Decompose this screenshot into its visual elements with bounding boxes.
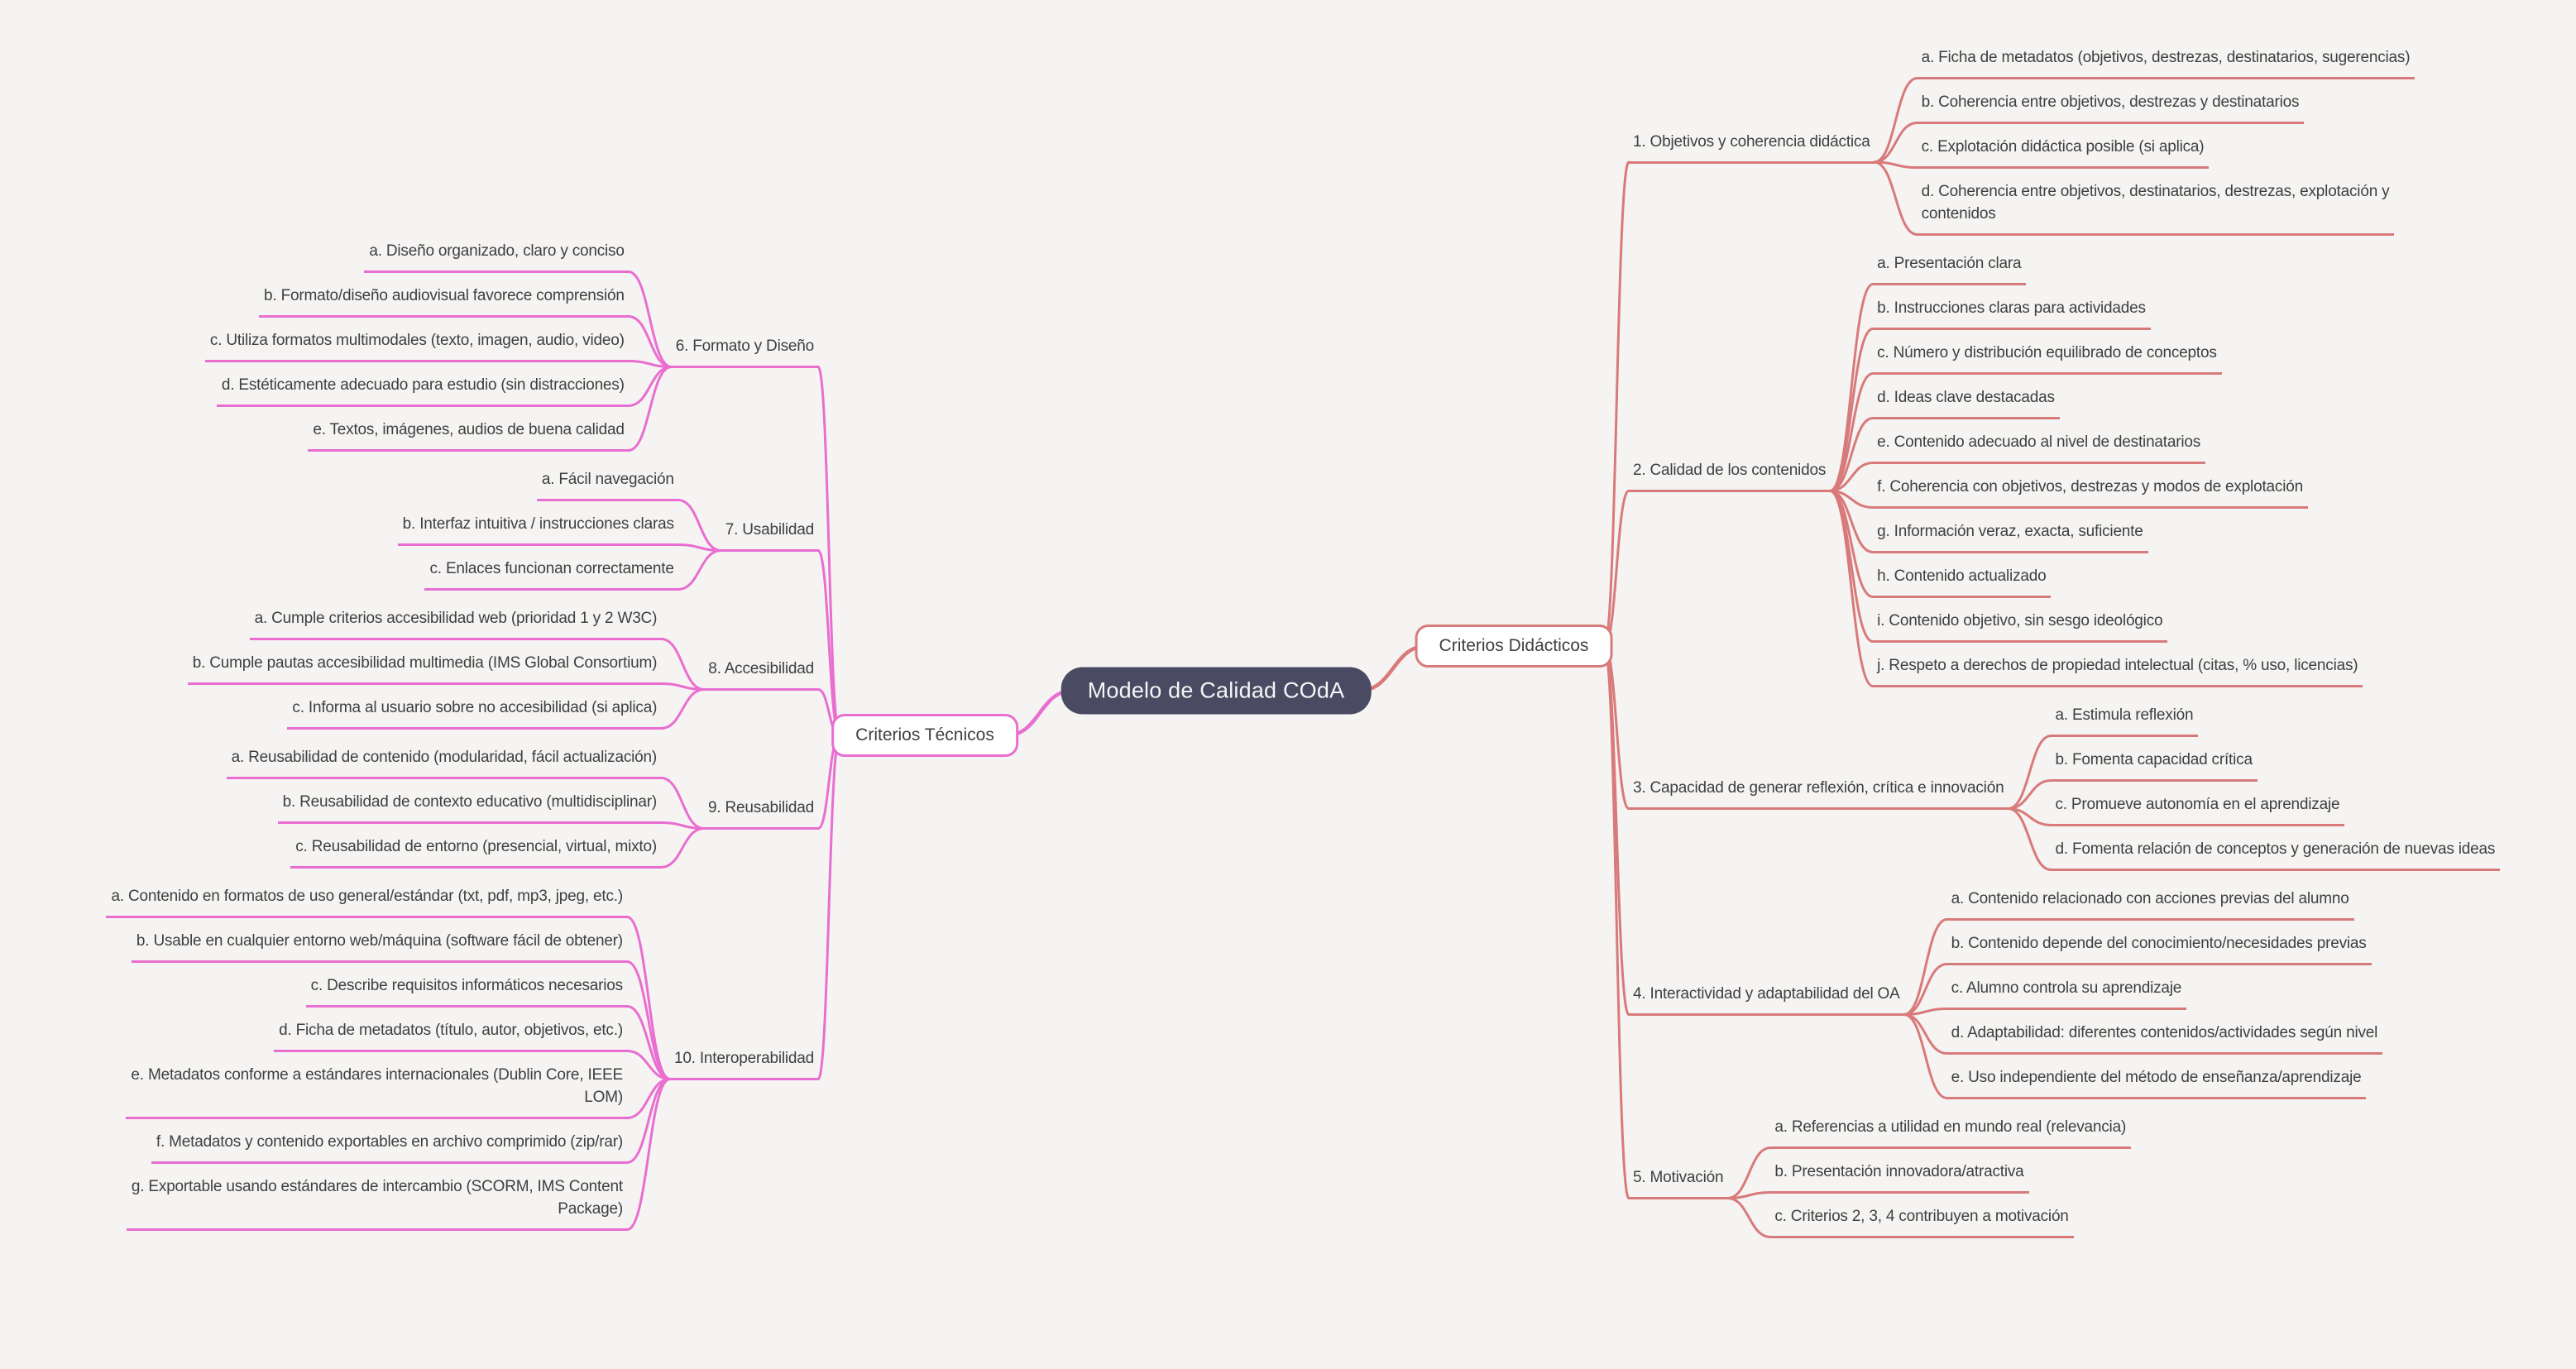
subcriterion-node: c. Número y distribución equilibrado de … (1872, 342, 2222, 375)
subcriterion-node: f. Coherencia con objetivos, destrezas y… (1872, 476, 2308, 509)
subcriterion-node: d. Fomenta relación de conceptos y gener… (2050, 838, 2501, 871)
subcriterion-node: c. Describe requisitos informáticos nece… (305, 974, 628, 1008)
subcriterion-node: a. Cumple criterios accesibilidad web (p… (249, 607, 663, 640)
subcriterion-node: h. Contenido actualizado (1872, 565, 2052, 598)
subcriterion-node: b. Cumple pautas accesibilidad multimedi… (187, 652, 663, 685)
criterion-node[interactable]: 3. Capacidad de generar reflexión, críti… (1628, 777, 2009, 810)
subcriterion-node: b. Coherencia entre objetivos, destrezas… (1916, 91, 2305, 124)
subcriterion-node: c. Utiliza formatos multimodales (texto,… (204, 329, 630, 362)
subcriterion-node: g. Exportable usando estándares de inter… (126, 1175, 628, 1231)
subcriterion-node: a. Contenido relacionado con acciones pr… (1946, 888, 2354, 921)
subcriterion-node: d. Adaptabilidad: diferentes contenidos/… (1946, 1022, 2383, 1055)
subcriterion-node: d. Estéticamente adecuado para estudio (… (216, 374, 630, 407)
criterion-group: 3. Capacidad de generar reflexión, críti… (1628, 704, 2501, 883)
subcriterion-node: e. Metadatos conforme a estándares inter… (126, 1064, 628, 1119)
subcriterion-node: g. Información veraz, exacta, suficiente (1872, 520, 2148, 553)
subcriteria-list: a. Contenido relacionado con acciones pr… (1946, 888, 2383, 1111)
criterion-group: a. Cumple criterios accesibilidad web (p… (33, 607, 819, 741)
criterion-node[interactable]: 2. Calidad de los contenidos (1628, 459, 1831, 492)
subcriterion-node: a. Estimula reflexión (2050, 704, 2199, 737)
subcriterion-node: e. Textos, imágenes, audios de buena cal… (308, 419, 630, 452)
subcriterion-node: a. Referencias a utilidad en mundo real … (1769, 1116, 2132, 1149)
subcriterion-node: e. Contenido adecuado al nivel de destin… (1872, 431, 2206, 464)
subcriterion-node: c. Criterios 2, 3, 4 contribuyen a motiv… (1769, 1205, 2074, 1238)
criterion-group: 5. Motivación a. Referencias a utilidad e… (1628, 1116, 2132, 1250)
subcriterion-node: c. Alumno controla su aprendizaje (1946, 977, 2187, 1010)
subcriterion-node: a. Diseño organizado, claro y conciso (364, 240, 630, 273)
subcriterion-node: c. Enlaces funcionan correctamente (424, 558, 679, 591)
subcriteria-list: a. Contenido en formatos de uso general/… (106, 885, 628, 1242)
subcriterion-node: i. Contenido objetivo, sin sesgo ideológ… (1872, 610, 2168, 643)
subcriteria-list: a. Referencias a utilidad en mundo real … (1769, 1116, 2132, 1250)
subcriterion-node: c. Informa al usuario sobre no accesibil… (287, 696, 663, 730)
branch-node-didacticos[interactable]: Criterios Didácticos (1415, 625, 1613, 668)
criterion-node[interactable]: 8. Accesibilidad (703, 658, 819, 691)
subcriterion-node: c. Explotación didáctica posible (si apl… (1916, 136, 2210, 169)
subcriterion-node: a. Contenido en formatos de uso general/… (106, 885, 628, 918)
criterion-node[interactable]: 4. Interactividad y adaptabilidad del OA (1628, 983, 1905, 1016)
criterion-group: a. Diseño organizado, claro y conciso b. … (33, 240, 819, 463)
criterion-node[interactable]: 5. Motivación (1628, 1166, 1729, 1199)
subcriterion-node: b. Usable en cualquier entorno web/máqui… (131, 930, 628, 963)
subcriteria-list: a. Estimula reflexión b. Fomenta capacida… (2050, 704, 2501, 883)
subcriteria-list: a. Fácil navegación b. Interfaz intuitiva… (397, 468, 679, 602)
criterion-group: 4. Interactividad y adaptabilidad del OA… (1628, 888, 2383, 1111)
subcriterion-node: c. Promueve autonomía en el aprendizaje (2050, 793, 2345, 826)
criterion-group: a. Reusabilidad de contenido (modularida… (33, 746, 819, 880)
subcriterion-node: b. Fomenta capacidad crítica (2050, 749, 2258, 782)
root-node[interactable]: Modelo de Calidad COdA (1061, 667, 1372, 715)
subcriteria-list: a. Ficha de metadatos (objetivos, destre… (1916, 46, 2416, 247)
subcriterion-node: b. Instrucciones claras para actividades (1872, 297, 2151, 330)
subcriterion-node: d. Ideas clave destacadas (1872, 386, 2060, 419)
subcriterion-node: a. Ficha de metadatos (objetivos, destre… (1916, 46, 2416, 79)
subcriterion-node: b. Interfaz intuitiva / instrucciones cl… (397, 513, 679, 546)
subcriterion-node: j. Respeto a derechos de propiedad intel… (1872, 654, 2363, 687)
criterion-node[interactable]: 7. Usabilidad (720, 519, 819, 552)
subcriterion-node: f. Metadatos y contenido exportables en … (151, 1131, 628, 1164)
subcriterion-node: b. Presentación innovadora/atractiva (1769, 1161, 2029, 1194)
criterion-group: 2. Calidad de los contenidos a. Presentac… (1628, 252, 2363, 699)
criterion-node[interactable]: 1. Objetivos y coherencia didáctica (1628, 131, 1875, 164)
branch-didacticos-groups: 1. Objetivos y coherencia didáctica a. Fi… (1628, 46, 2501, 1250)
subcriterion-node: b. Reusabilidad de contexto educativo (m… (277, 791, 663, 824)
criterion-node[interactable]: 10. Interoperabilidad (668, 1047, 819, 1080)
subcriterion-node: b. Formato/diseño audiovisual favorece c… (259, 285, 630, 318)
subcriterion-node: a. Fácil navegación (536, 468, 679, 501)
subcriteria-list: a. Reusabilidad de contenido (modularida… (226, 746, 663, 880)
subcriterion-node: b. Contenido depende del conocimiento/ne… (1946, 932, 2372, 965)
criterion-node[interactable]: 6. Formato y Diseño (670, 335, 819, 368)
subcriteria-list: a. Diseño organizado, claro y conciso b. … (204, 240, 630, 463)
criterion-group: a. Fácil navegación b. Interfaz intuitiva… (33, 468, 819, 602)
criterion-node[interactable]: 9. Reusabilidad (703, 797, 819, 830)
subcriterion-node: d. Coherencia entre objetivos, destinata… (1916, 180, 2395, 236)
branch-node-tecnicos[interactable]: Criterios Técnicos (831, 714, 1018, 757)
subcriterion-node: e. Uso independiente del método de enseñ… (1946, 1066, 2367, 1099)
criterion-group: a. Contenido en formatos de uso general/… (33, 885, 819, 1242)
subcriteria-list: a. Presentación clara b. Instrucciones cl… (1872, 252, 2363, 699)
subcriteria-list: a. Cumple criterios accesibilidad web (p… (187, 607, 663, 741)
subcriterion-node: a. Presentación clara (1872, 252, 2027, 285)
subcriterion-node: d. Ficha de metadatos (título, autor, ob… (274, 1019, 628, 1052)
subcriterion-node: c. Reusabilidad de entorno (presencial, … (290, 835, 663, 869)
branch-tecnicos-groups: a. Diseño organizado, claro y conciso b. … (33, 240, 819, 1242)
subcriterion-node: a. Reusabilidad de contenido (modularida… (226, 746, 663, 779)
criterion-group: 1. Objetivos y coherencia didáctica a. Fi… (1628, 46, 2416, 247)
